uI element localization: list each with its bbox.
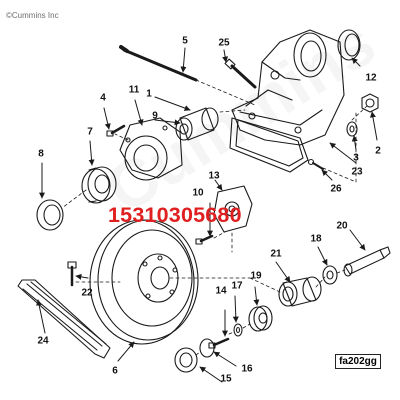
belt-24 <box>17 279 111 359</box>
bearing-19 <box>248 305 273 332</box>
callout-20: 20 <box>336 220 348 232</box>
callout-15: 15 <box>220 373 232 385</box>
seal-8 <box>36 199 64 231</box>
copyright-notice: ©Cummins Inc <box>6 11 59 20</box>
callout-10: 10 <box>192 187 204 199</box>
long-stud <box>119 45 198 82</box>
callout-13: 13 <box>208 170 220 182</box>
small-screw-26 <box>307 158 324 170</box>
washer-17 <box>233 323 243 337</box>
cam-10 <box>213 185 253 233</box>
callout-8: 8 <box>38 148 44 160</box>
housing-11 <box>119 117 183 181</box>
callout-18: 18 <box>310 233 322 245</box>
callout-4: 4 <box>100 92 106 104</box>
capscrew-25 <box>224 58 257 89</box>
callout-6: 6 <box>112 365 118 377</box>
callout-21: 21 <box>270 248 282 260</box>
capscrew-4 <box>106 124 126 137</box>
callout-24: 24 <box>37 335 49 347</box>
screw-13 <box>195 234 214 245</box>
callout-17: 17 <box>231 280 243 292</box>
snap-ring-16 <box>199 338 215 358</box>
seal-15 <box>174 347 198 373</box>
phone-number-overlay: 15310305680 <box>108 203 242 227</box>
bearing-7 <box>81 166 117 204</box>
shaft-9 <box>175 107 219 141</box>
seal-18 <box>322 265 338 285</box>
callout-12: 12 <box>365 72 377 84</box>
callout-5: 5 <box>182 35 188 47</box>
seal-cup-12 <box>337 29 361 61</box>
shaft-20 <box>343 246 391 277</box>
spacer-21 <box>278 276 322 307</box>
figure-id-box: fa202gg <box>335 354 381 369</box>
callout-2: 2 <box>375 145 381 157</box>
nut-1 <box>361 93 379 113</box>
callout-23: 23 <box>351 166 363 178</box>
callout-11: 11 <box>128 84 140 96</box>
callout-1: 1 <box>146 88 152 100</box>
callout-25: 25 <box>218 37 230 49</box>
callout-7: 7 <box>87 126 93 138</box>
bracket-gasket-23 <box>229 117 309 173</box>
callout-22: 22 <box>81 287 93 299</box>
screw-14 <box>208 337 230 349</box>
capscrew-22 <box>67 261 77 287</box>
pulley-6 <box>89 219 199 345</box>
callout-16: 16 <box>241 363 253 375</box>
callout-3: 3 <box>353 152 359 164</box>
callout-19: 19 <box>250 270 262 282</box>
washer-3 <box>346 121 358 137</box>
callout-14: 14 <box>215 285 227 297</box>
callout-26: 26 <box>330 183 342 195</box>
callout-9: 9 <box>152 110 158 122</box>
idler-bracket <box>231 29 345 146</box>
